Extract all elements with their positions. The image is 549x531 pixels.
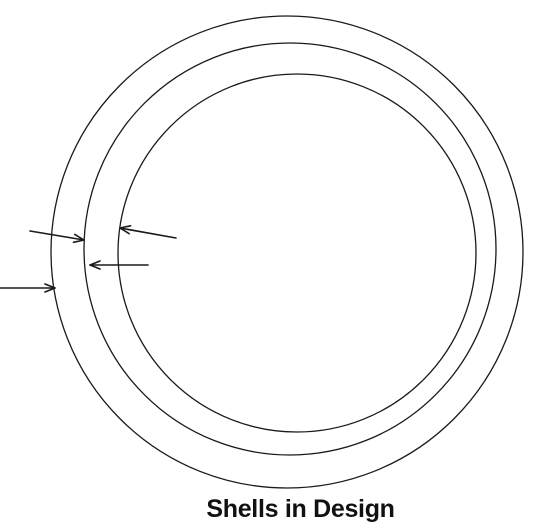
arrow-to-inner-shell-from-right bbox=[119, 225, 177, 239]
outer-shell bbox=[50, 15, 524, 489]
diagram-caption: Shells in Design bbox=[206, 495, 395, 523]
middle-shell bbox=[83, 42, 497, 456]
inner-shell bbox=[117, 73, 477, 433]
arrow-to-middle-shell-from-left bbox=[29, 230, 85, 244]
